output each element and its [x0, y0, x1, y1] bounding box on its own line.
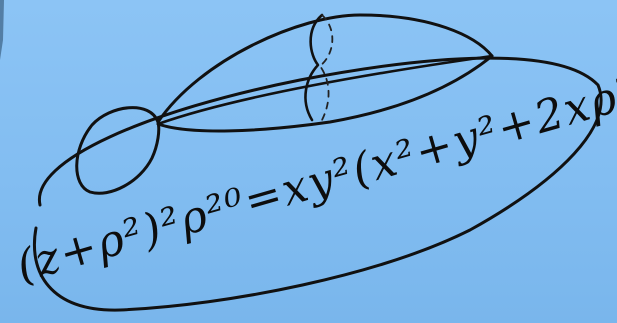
left-loop [75, 106, 161, 195]
lens-lower-arc [156, 54, 494, 133]
lens-upper-arc [156, 13, 494, 124]
equation-text: (z+ρ²)²ρ²⁰=xy²(x²+y²+2xρ²)² [11, 56, 617, 293]
cross-section-back [318, 14, 334, 121]
lens-middle-arc [156, 54, 494, 126]
outer-ellipse [33, 56, 603, 312]
cross-section-front [304, 13, 324, 122]
left-edge-shadow [0, 0, 4, 60]
